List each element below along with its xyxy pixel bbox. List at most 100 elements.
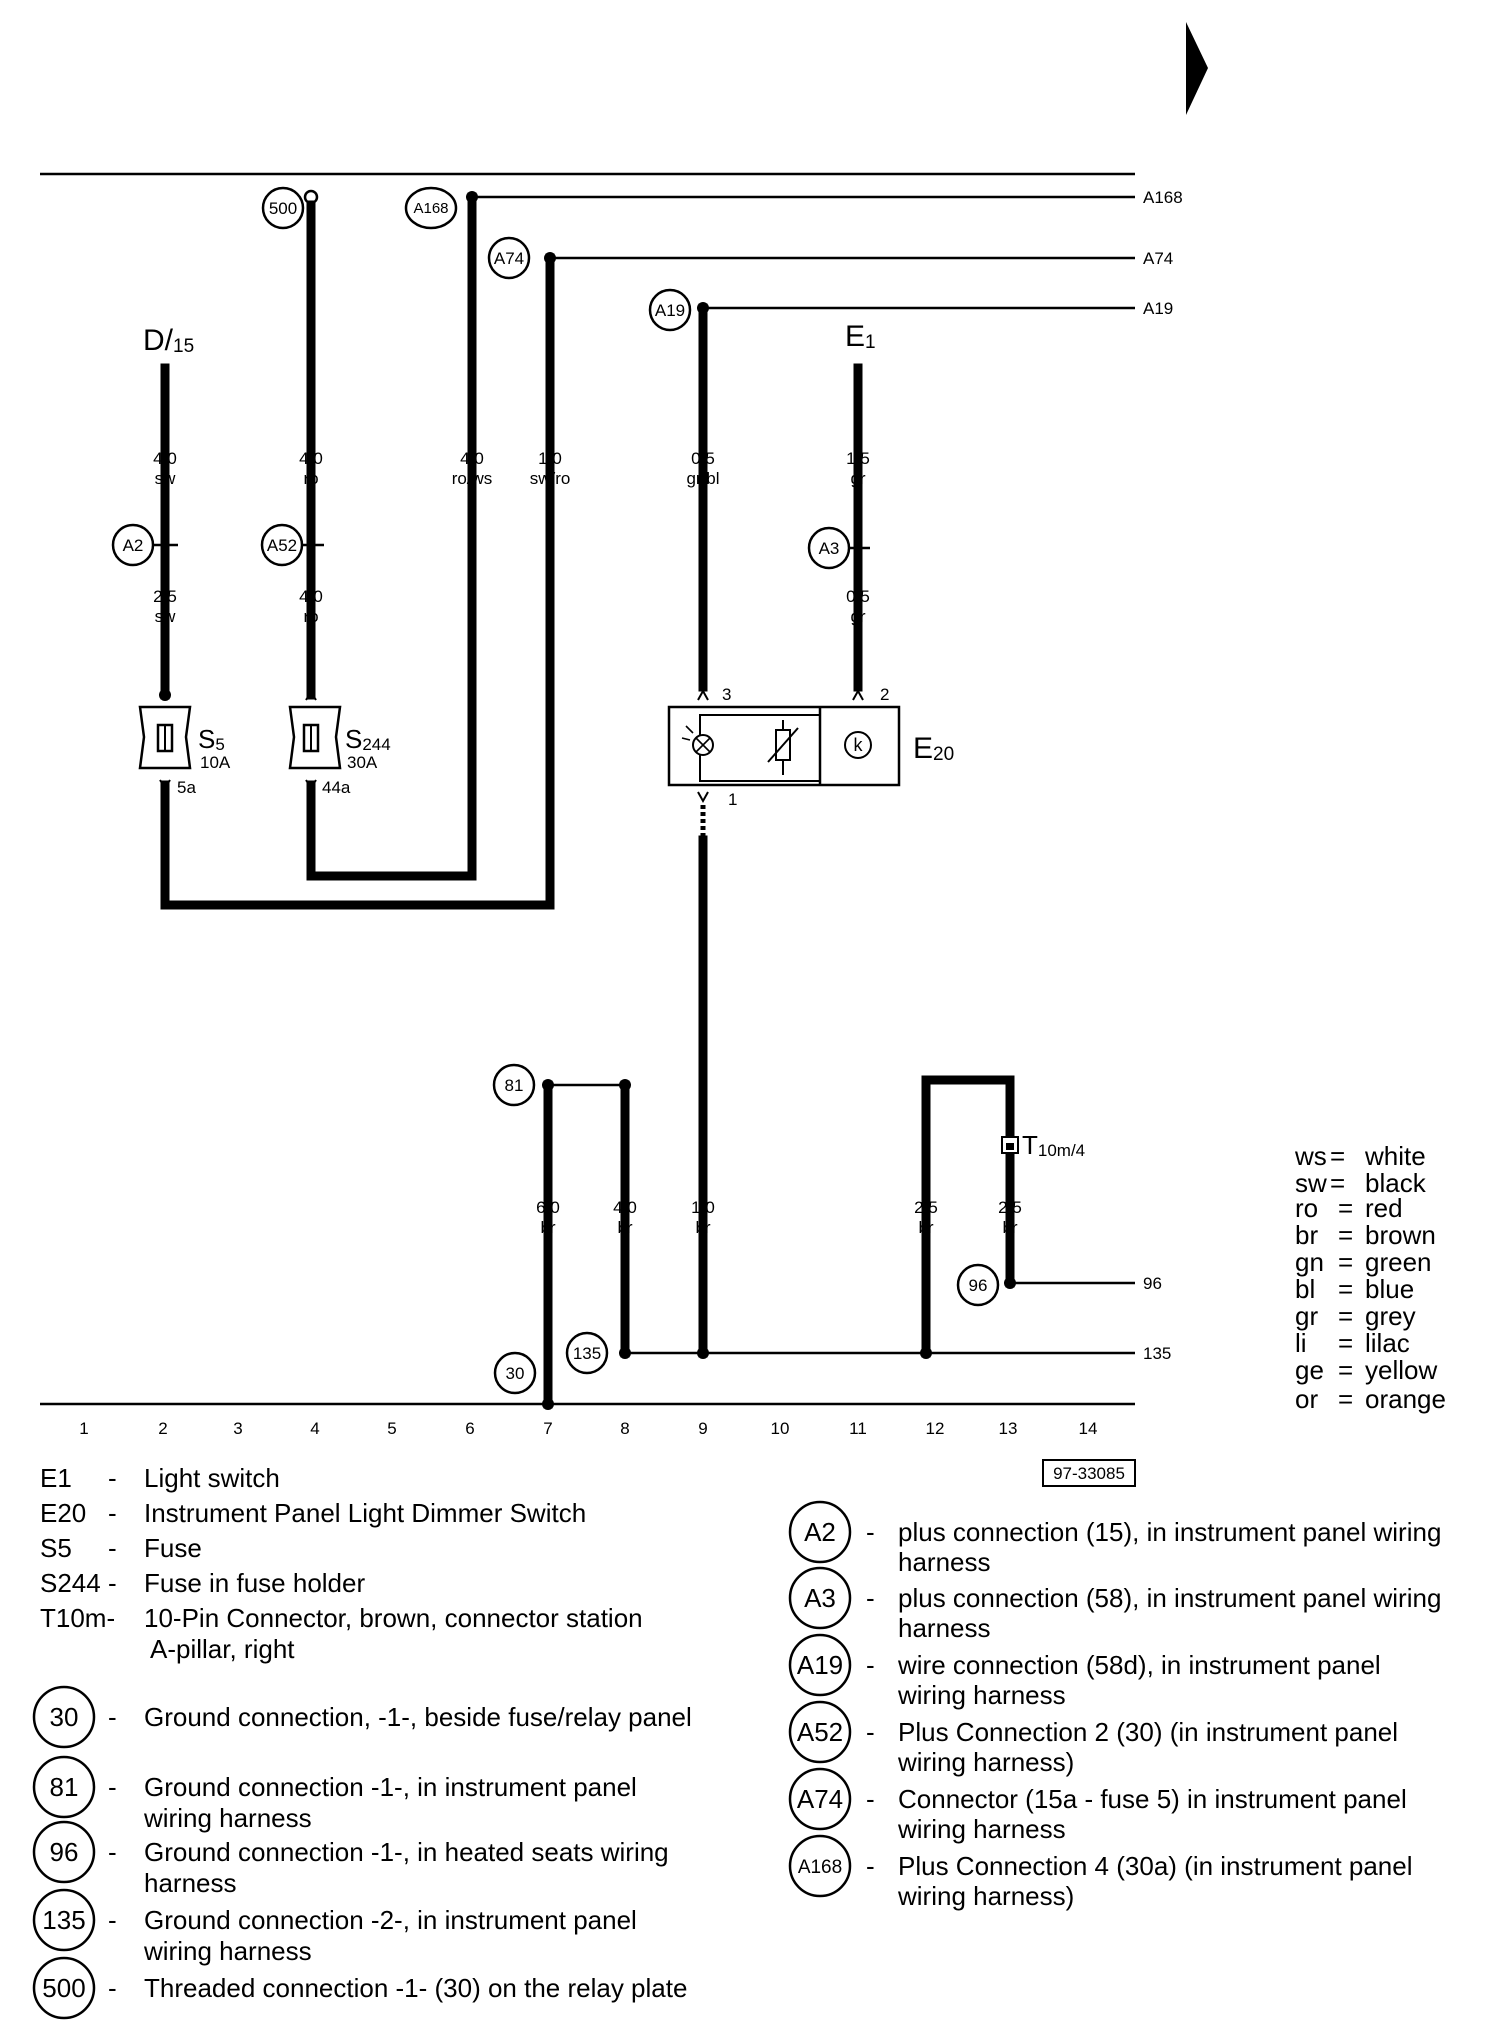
component-legend: E1-Light switch E20-Instrument Panel Lig… <box>40 1463 643 1664</box>
component-legend-row: T10m-10-Pin Connector, brown, connector … <box>40 1603 643 1664</box>
wire-label-w2: 4,0 ro <box>299 449 323 488</box>
wire-label-w1: 4,0 sw <box>153 449 177 488</box>
track-number: 9 <box>698 1419 707 1438</box>
svg-text:-: - <box>108 1463 117 1493</box>
track-number: 8 <box>620 1419 629 1438</box>
wire-label-w7: 2,5 sw <box>153 587 177 626</box>
connection-legend-row: A168 - Plus Connection 4 (30a) (in instr… <box>788 1834 1413 1911</box>
svg-text:harness: harness <box>898 1613 991 1643</box>
right-label-96: 96 <box>1143 1274 1162 1293</box>
svg-text:2,5: 2,5 <box>914 1198 938 1217</box>
svg-text:wiring harness: wiring harness <box>143 1803 312 1833</box>
svg-text:=: = <box>1330 1168 1345 1198</box>
svg-text:=: = <box>1338 1193 1353 1223</box>
svg-text:li: li <box>1295 1328 1307 1358</box>
svg-text:S244 -: S244 - <box>40 1568 117 1598</box>
svg-text:ge: ge <box>1295 1355 1324 1385</box>
wire-label-w8: 4,0 ro <box>299 587 323 626</box>
svg-text:Connector (15a - fuse 5) in in: Connector (15a - fuse 5) in instrument p… <box>898 1784 1407 1814</box>
svg-text:1: 1 <box>728 790 737 809</box>
ground-legend-row: 81 - Ground connection -1-, in instrumen… <box>32 1755 637 1833</box>
component-legend-row: S244 - Fuse in fuse holder <box>40 1568 365 1598</box>
track-number: 13 <box>999 1419 1018 1438</box>
connection-legend-row: A52 - Plus Connection 2 (30) (in instrum… <box>788 1700 1398 1777</box>
svg-text:1,0: 1,0 <box>538 449 562 468</box>
svg-text:Ground connection -1-, in heat: Ground connection -1-, in heated seats w… <box>144 1837 669 1867</box>
svg-text:Plus Connection 2 (30) (in ins: Plus Connection 2 (30) (in instrument pa… <box>898 1717 1398 1747</box>
svg-text:plus connection (58), in instr: plus connection (58), in instrument pane… <box>898 1583 1441 1613</box>
svg-text:-: - <box>866 1784 875 1814</box>
svg-text:10-Pin Connector, brown, conne: 10-Pin Connector, brown, connector stati… <box>144 1603 643 1633</box>
svg-text:-: - <box>108 1533 117 1563</box>
svg-text:harness: harness <box>898 1547 991 1577</box>
component-legend-row: E20-Instrument Panel Light Dimmer Switch <box>40 1498 586 1528</box>
svg-text:=: = <box>1338 1301 1353 1331</box>
right-label-a19: A19 <box>1143 299 1173 318</box>
svg-text:br: br <box>540 1218 555 1237</box>
color-legend-row: sw=black <box>1295 1168 1427 1198</box>
svg-text:A3: A3 <box>819 539 840 558</box>
ground-legend-row: 30 - Ground connection, -1-, beside fuse… <box>32 1685 692 1749</box>
svg-text:A74: A74 <box>494 249 524 268</box>
connector-a52: A52 <box>260 523 324 567</box>
connection-legend-row: A2 - plus connection (15), in instrument… <box>788 1500 1441 1577</box>
svg-text:Plus Connection 4 (30a) (in in: Plus Connection 4 (30a) (in instrument p… <box>898 1851 1413 1881</box>
wire-label-w11: 4,0 br <box>613 1198 637 1237</box>
track-number: 6 <box>465 1419 474 1438</box>
color-legend-row: li=lilac <box>1295 1328 1410 1358</box>
svg-text:500: 500 <box>42 1973 85 2003</box>
connector-500: 500 <box>261 186 305 230</box>
svg-text:ws: ws <box>1294 1141 1327 1171</box>
svg-text:-: - <box>108 1973 117 2003</box>
svg-text:Threaded connection -1- (30) o: Threaded connection -1- (30) on the rela… <box>144 1973 687 2003</box>
svg-text:br: br <box>918 1218 933 1237</box>
svg-text:wiring harness: wiring harness <box>897 1814 1066 1844</box>
reference-number: 97-33085 <box>1042 1459 1136 1487</box>
svg-text:gn: gn <box>1295 1247 1324 1277</box>
svg-text:sw: sw <box>1295 1168 1327 1198</box>
svg-text:=: = <box>1338 1328 1353 1358</box>
label-e1: E1 <box>845 320 876 353</box>
right-label-a74: A74 <box>1143 249 1173 268</box>
connector-a3: A3 <box>807 526 870 570</box>
svg-text:plus connection (15), in instr: plus connection (15), in instrument pane… <box>898 1517 1441 1547</box>
svg-text:harness: harness <box>144 1868 237 1898</box>
svg-text:Fuse in fuse holder: Fuse in fuse holder <box>144 1568 365 1598</box>
svg-text:Ground connection -2-, in inst: Ground connection -2-, in instrument pan… <box>144 1905 637 1935</box>
svg-text:red: red <box>1365 1193 1403 1223</box>
svg-text:=: = <box>1338 1274 1353 1304</box>
wire-s5-loop <box>160 780 555 910</box>
wire-label-w3: 4,0 ro/ws <box>452 449 493 488</box>
svg-text:A2: A2 <box>123 536 144 555</box>
label-d15: D/15 <box>143 324 194 357</box>
svg-text:44a: 44a <box>322 778 351 797</box>
svg-text:wiring harness): wiring harness) <box>897 1747 1074 1777</box>
ground-legend-row: 96 - Ground connection -1-, in heated se… <box>32 1820 669 1898</box>
next-page-arrow-icon[interactable] <box>1186 22 1208 115</box>
connector-a2: A2 <box>111 523 178 567</box>
connection-legend: A2 - plus connection (15), in instrument… <box>788 1500 1441 1911</box>
fuse-s244: S244 30A 44a <box>288 690 391 797</box>
connector-a19: A19 <box>648 288 692 332</box>
color-legend-row: br=brown <box>1295 1220 1436 1250</box>
svg-text:sw/ro: sw/ro <box>530 469 571 488</box>
svg-text:6,0: 6,0 <box>536 1198 560 1217</box>
svg-text:4,0: 4,0 <box>299 449 323 468</box>
track-number: 12 <box>926 1419 945 1438</box>
svg-text:E1: E1 <box>40 1463 72 1493</box>
svg-text:=: = <box>1338 1220 1353 1250</box>
svg-text:-: - <box>866 1717 875 1747</box>
connector-135: 135 <box>565 1331 609 1375</box>
svg-text:orange: orange <box>1365 1384 1446 1414</box>
svg-text:or: or <box>1295 1384 1318 1414</box>
svg-text:=: = <box>1330 1141 1345 1171</box>
svg-text:A168: A168 <box>798 1857 842 1878</box>
track-number: 14 <box>1079 1419 1098 1438</box>
color-legend-row: ro=red <box>1295 1193 1403 1223</box>
gauge-icon: k <box>844 731 872 759</box>
connection-legend-row: A74 - Connector (15a - fuse 5) in instru… <box>788 1767 1407 1844</box>
rheostat-icon <box>767 720 799 775</box>
svg-text:=: = <box>1338 1384 1353 1414</box>
svg-text:brown: brown <box>1365 1220 1436 1250</box>
